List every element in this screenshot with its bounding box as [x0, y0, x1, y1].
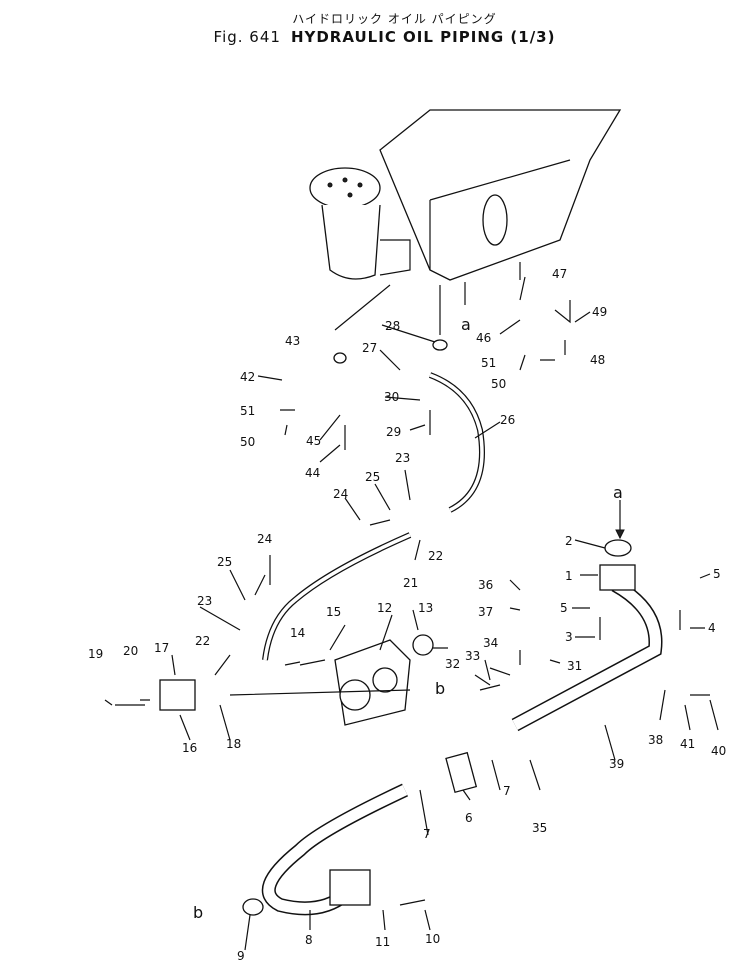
title-text: HYDRAULIC OIL PIPING (1/3): [290, 28, 556, 46]
callout-33: 33: [465, 649, 480, 663]
callout-32: 32: [445, 657, 460, 671]
callout-38: 38: [648, 733, 663, 747]
callout-44: 44: [305, 466, 320, 480]
callout-23a: 23: [197, 594, 212, 608]
callout-13: 13: [418, 601, 433, 615]
callout-15: 15: [326, 605, 341, 619]
japanese-title: ハイドロリック オイル パイピング: [292, 12, 497, 26]
callout-41: 41: [680, 737, 695, 751]
callout-9: 9: [237, 949, 245, 963]
callout-49: 49: [592, 305, 607, 319]
callout-2: 2: [565, 534, 573, 548]
o-ring-43: [333, 352, 347, 364]
callout-51a: 51: [240, 404, 255, 418]
callout-16: 16: [182, 741, 197, 755]
callout-17: 17: [154, 641, 169, 655]
callout-48: 48: [590, 353, 605, 367]
callout-1: 1: [565, 569, 573, 583]
o-ring-13: [412, 634, 434, 656]
callout-31: 31: [567, 659, 582, 673]
callout-25a: 25: [217, 555, 232, 569]
o-ring-2: [604, 539, 632, 557]
figure-title: Fig. 641 HYDRAULIC OIL PIPING (1/3): [20, 28, 729, 46]
callouts: 1 2 3 4 5 5 6 7 7 8 9 10 11 12 13 14 15 …: [88, 267, 726, 963]
callout-12: 12: [377, 601, 392, 615]
callout-29: 29: [386, 425, 401, 439]
o-ring-9: [242, 898, 264, 916]
callout-22a: 22: [195, 634, 210, 648]
callout-36: 36: [478, 578, 493, 592]
flange-8: [329, 869, 371, 906]
callout-37: 37: [478, 605, 493, 619]
flange-16: [159, 679, 196, 711]
callout-6: 6: [465, 811, 473, 825]
callout-14: 14: [290, 626, 305, 640]
callout-7b: 7: [423, 827, 431, 841]
callout-20: 20: [123, 644, 138, 658]
ref-a-tank: a: [461, 315, 471, 334]
callout-28: 28: [385, 319, 400, 333]
callout-24a: 24: [257, 532, 272, 546]
callout-23b: 23: [395, 451, 410, 465]
callout-18: 18: [226, 737, 241, 751]
callout-3: 3: [565, 630, 573, 644]
callout-46: 46: [476, 331, 491, 345]
callout-51b: 51: [481, 356, 496, 370]
flange-1: [599, 564, 636, 591]
callout-5b: 5: [560, 601, 568, 615]
callout-35: 35: [532, 821, 547, 835]
callout-24b: 24: [333, 487, 348, 501]
callout-19: 19: [88, 647, 103, 661]
hydraulic-tank: [309, 109, 622, 281]
callout-27: 27: [362, 341, 377, 355]
callout-30: 30: [384, 390, 399, 404]
ref-b-pump: b: [435, 679, 445, 698]
o-ring-28: [432, 339, 448, 351]
callout-39: 39: [609, 757, 624, 771]
callout-25b: 25: [365, 470, 380, 484]
callout-11: 11: [375, 935, 390, 949]
callout-40: 40: [711, 744, 726, 758]
hose-6: [445, 751, 478, 794]
callout-47: 47: [552, 267, 567, 281]
callout-34: 34: [483, 636, 498, 650]
callout-5a: 5: [713, 567, 721, 581]
callout-8: 8: [305, 933, 313, 947]
callout-7a: 7: [503, 784, 511, 798]
callout-50a: 50: [240, 435, 255, 449]
fig-number: Fig. 641: [213, 28, 281, 46]
ref-b-oring: b: [193, 903, 203, 922]
callout-22b: 22: [428, 549, 443, 563]
callout-42: 42: [240, 370, 255, 384]
callout-26: 26: [500, 413, 515, 427]
reference-marks: a a b b: [193, 315, 623, 922]
callout-4: 4: [708, 621, 716, 635]
callout-50b: 50: [491, 377, 506, 391]
ref-a-flange: a: [613, 483, 623, 502]
hydraulic-pump: [334, 639, 411, 726]
callout-45: 45: [306, 434, 321, 448]
callout-21: 21: [403, 576, 418, 590]
callout-43: 43: [285, 334, 300, 348]
callout-10: 10: [425, 932, 440, 946]
